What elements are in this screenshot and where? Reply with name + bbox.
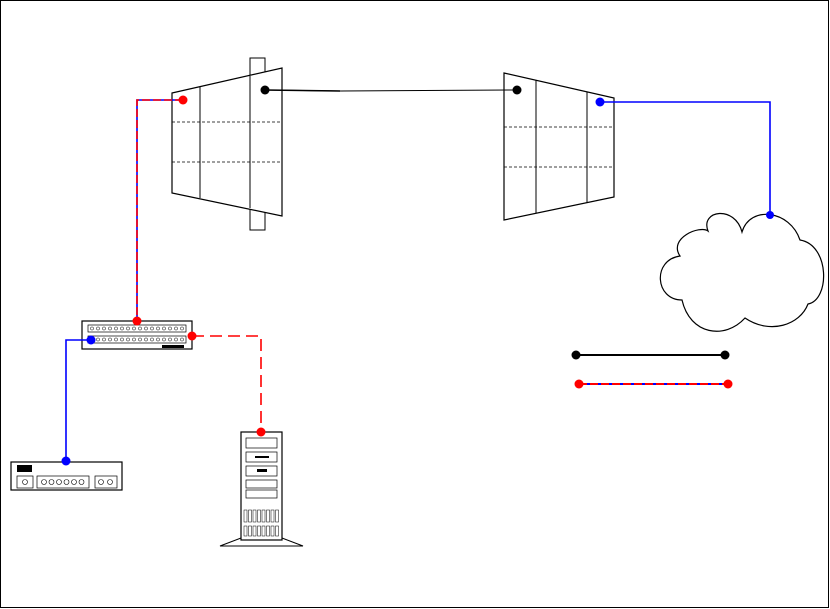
switch-port	[102, 327, 105, 330]
link-endpoint[interactable]	[596, 98, 605, 107]
switch-port	[168, 338, 171, 341]
device-knob	[49, 480, 54, 485]
switch-port	[120, 327, 123, 330]
switch-port	[102, 338, 105, 341]
switch-port	[132, 327, 135, 330]
black-link-line	[265, 90, 340, 91]
switch-port	[150, 327, 153, 330]
switch-status-leds	[162, 345, 184, 348]
switch-port	[174, 327, 177, 330]
device-knob	[108, 480, 113, 485]
legend-endpoint	[572, 351, 581, 360]
server-vent	[253, 510, 256, 522]
switch-port	[120, 338, 123, 341]
legend-endpoint	[721, 351, 730, 360]
link-endpoint[interactable]	[766, 211, 774, 219]
server-vent	[267, 510, 270, 522]
switch-port	[126, 338, 129, 341]
patch-cabinet-icon	[504, 73, 614, 220]
device-knob	[57, 480, 62, 485]
link-endpoint[interactable]	[62, 457, 71, 466]
link-endpoint[interactable]	[513, 86, 522, 95]
server-vent	[258, 526, 261, 536]
switch-port	[150, 338, 153, 341]
device-knob	[23, 480, 28, 485]
switch-port	[168, 327, 171, 330]
server-drive-bay	[246, 490, 277, 498]
device-knob	[72, 480, 77, 485]
server-vent	[258, 510, 261, 522]
switch-port	[96, 327, 99, 330]
switch-port	[162, 338, 165, 341]
server-vent	[244, 510, 247, 522]
switch-port	[114, 338, 117, 341]
switch-port	[108, 338, 111, 341]
switch-port	[132, 338, 135, 341]
server-drive-bay	[246, 480, 277, 488]
server-vent	[262, 526, 265, 536]
right-patch-cabinet[interactable]	[504, 73, 614, 220]
server-vent	[276, 526, 279, 536]
link-endpoint[interactable]	[87, 336, 96, 345]
device-knob	[99, 480, 104, 485]
desktop-device[interactable]	[11, 462, 122, 490]
switch-port	[90, 327, 93, 330]
switch-port	[108, 327, 111, 330]
server-vent	[276, 510, 279, 522]
switch-port	[156, 338, 159, 341]
link-endpoint[interactable]	[261, 86, 270, 95]
server-vent	[271, 526, 274, 536]
legend-endpoint	[724, 380, 733, 389]
switch-port	[96, 338, 99, 341]
link-endpoint[interactable]	[133, 317, 142, 326]
server-vent	[244, 526, 247, 536]
server-vent	[249, 526, 252, 536]
switch-port	[180, 338, 183, 341]
device-knob	[64, 480, 69, 485]
server-vent	[253, 526, 256, 536]
server-vent	[271, 510, 274, 522]
switch-port	[156, 327, 159, 330]
legend-endpoint	[575, 380, 584, 389]
link-endpoint[interactable]	[188, 332, 197, 341]
server-drive-slot	[257, 469, 267, 472]
switch-port	[162, 327, 165, 330]
switch-port	[138, 327, 141, 330]
switch-port	[174, 338, 177, 341]
server-drive-slot	[255, 456, 269, 458]
switch-port	[114, 327, 117, 330]
device-knob	[79, 480, 84, 485]
link-endpoint[interactable]	[179, 96, 188, 105]
switch-port	[138, 338, 141, 341]
link-endpoint[interactable]	[257, 428, 266, 437]
server-vent	[262, 510, 265, 522]
server-vent	[249, 510, 252, 522]
switch-port	[126, 327, 129, 330]
switch-port	[144, 338, 147, 341]
switch-port	[144, 327, 147, 330]
server-drive-bay	[246, 438, 277, 448]
switch-port	[180, 327, 183, 330]
device-knob	[42, 480, 47, 485]
device-display	[17, 465, 32, 472]
server-vent	[267, 526, 270, 536]
